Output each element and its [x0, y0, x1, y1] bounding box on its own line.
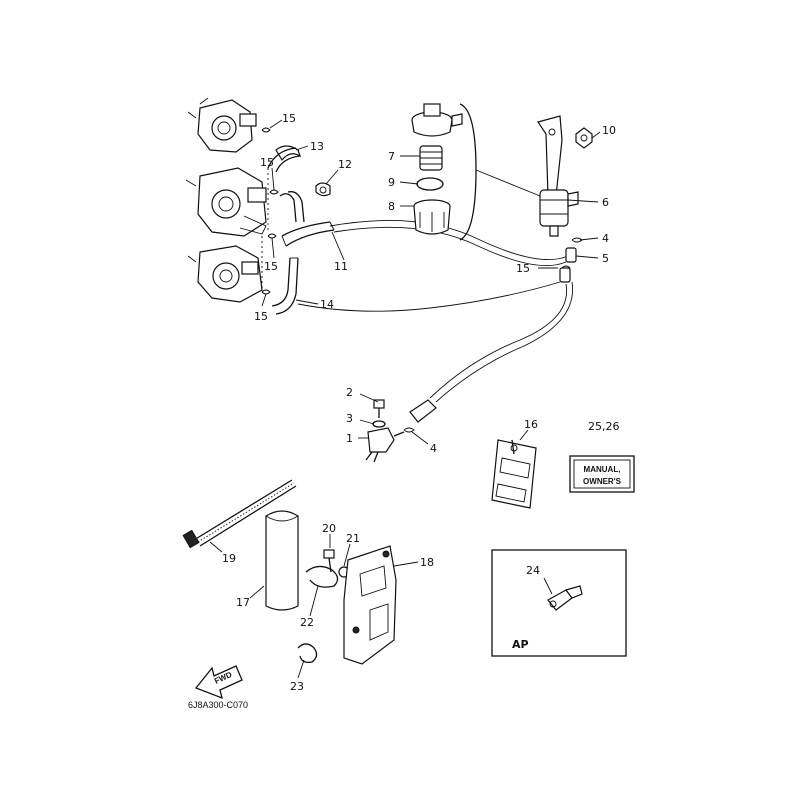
callout-6: 6 — [602, 196, 609, 209]
callout-2: 2 — [346, 386, 353, 399]
carburetor-lower — [187, 245, 263, 303]
bracket-leader — [475, 169, 541, 197]
fwd-arrow-icon: FWD — [194, 665, 243, 700]
drain-screw-24 — [547, 585, 583, 611]
callout-7: 7 — [388, 150, 395, 163]
carburetor-middle — [185, 167, 267, 237]
callout-21: 21 — [346, 532, 360, 545]
filter-element-7 — [419, 145, 443, 171]
caution-tag-16 — [491, 439, 537, 509]
callout-20: 20 — [322, 522, 336, 535]
callout-16: 16 — [524, 418, 538, 431]
hose-14 — [271, 257, 299, 315]
owners-manual-box: MANUAL, OWNER'S — [569, 455, 635, 493]
joint-1 — [365, 427, 405, 463]
bolt-2 — [373, 399, 385, 418]
callout-9: 9 — [388, 176, 395, 189]
callout-3: 3 — [346, 412, 353, 425]
cable-tie-19 — [182, 479, 297, 549]
callout-18: 18 — [420, 556, 434, 569]
callout-24: 24 — [526, 564, 540, 577]
clamp-22 — [305, 565, 339, 588]
callout-14: 14 — [320, 298, 334, 311]
callout-19: 19 — [222, 552, 236, 565]
clip-4-lower — [403, 427, 415, 433]
hose-11 — [281, 221, 335, 247]
callout-8: 8 — [388, 200, 395, 213]
hose-13 — [267, 145, 302, 173]
ap-label: AP — [512, 638, 529, 651]
fuel-line-main — [297, 220, 574, 403]
ap-box: AP — [491, 549, 627, 657]
callout-12: 12 — [338, 158, 352, 171]
washer-3 — [372, 420, 386, 428]
callout-23: 23 — [290, 680, 304, 693]
bracket-18 — [343, 545, 397, 665]
diagram-code: 6J8A300-C070 — [188, 700, 248, 710]
clip-23 — [297, 643, 318, 664]
callout-15-c: 15 — [264, 260, 278, 273]
callout-1: 1 — [346, 432, 353, 445]
clip-12 — [315, 182, 331, 197]
callout-4-a: 4 — [602, 232, 609, 245]
callout-25-26: 25,26 — [588, 420, 620, 433]
callout-22: 22 — [300, 616, 314, 629]
callout-15-d: 15 — [254, 310, 268, 323]
callout-15-b: 15 — [260, 156, 274, 169]
fuel-filter-6 — [539, 189, 579, 237]
callout-11: 11 — [334, 260, 348, 273]
filter-bracket — [537, 115, 563, 197]
callout-5: 5 — [602, 252, 609, 265]
fwd-label: FWD — [213, 670, 234, 686]
manual-line2: OWNER'S — [583, 477, 622, 486]
filter-bowl-8 — [413, 199, 451, 235]
callout-15-a: 15 — [282, 112, 296, 125]
callout-13: 13 — [310, 140, 324, 153]
hose-short-middle — [279, 191, 305, 223]
callout-15-e: 15 — [516, 262, 530, 275]
joint-5 — [559, 247, 577, 283]
callout-17: 17 — [236, 596, 250, 609]
sleeve-17 — [265, 510, 299, 611]
filter-cap — [411, 103, 463, 137]
callout-4-b: 4 — [430, 442, 437, 455]
callout-10: 10 — [602, 124, 616, 137]
nut-10 — [575, 127, 593, 149]
manual-line1: MANUAL, — [584, 465, 621, 474]
callout-labels: 15 13 15 12 11 15 15 14 7 9 8 10 6 4 5 1… — [222, 112, 620, 693]
carburetor-upper — [187, 97, 257, 153]
o-ring-9 — [416, 177, 444, 191]
leader-lines — [209, 119, 601, 679]
fuel-hose-joint — [409, 399, 437, 423]
